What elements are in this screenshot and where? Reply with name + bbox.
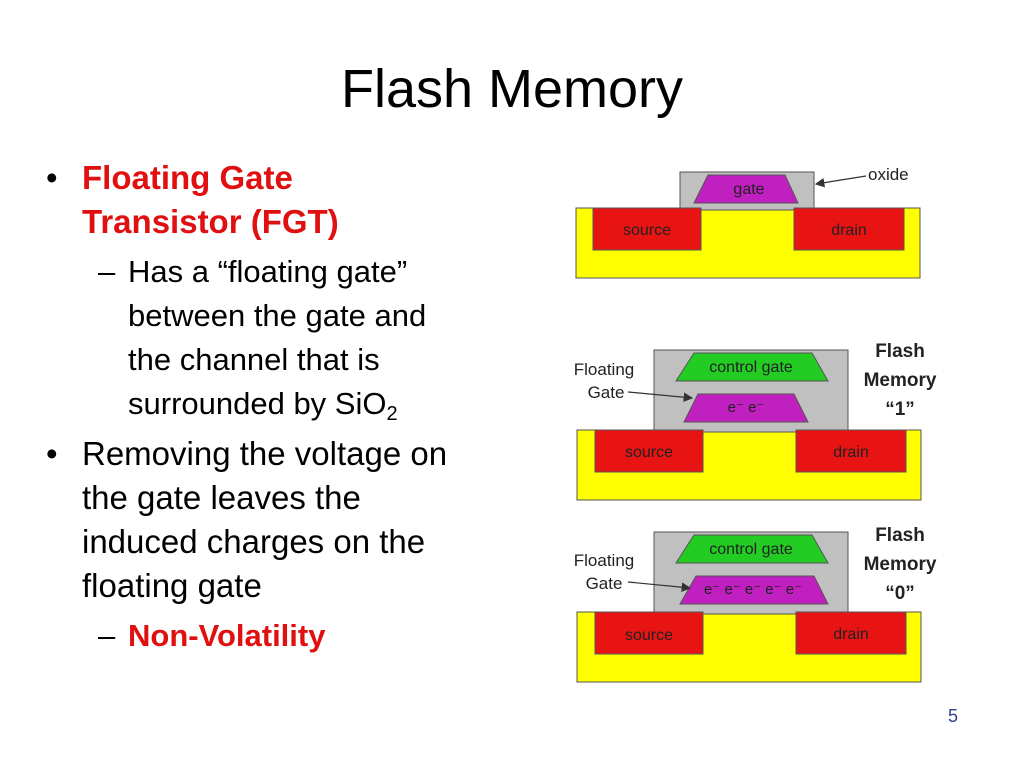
gate-label: gate — [733, 181, 764, 198]
bullet-dot: • — [46, 159, 58, 196]
control-gate — [675, 534, 829, 564]
bullet-removing-line3: induced charges on the — [82, 523, 426, 560]
page-number: 5 — [948, 706, 959, 726]
flash-caption-line3: “1” — [885, 399, 915, 420]
source-label: source — [625, 627, 673, 644]
subbullet-dash: – — [98, 618, 116, 653]
flash-caption-line1: Flash — [875, 525, 925, 546]
drain-label: drain — [831, 222, 867, 239]
drain-label: drain — [833, 444, 869, 461]
bullet-fgt-line2: Transistor (FGT) — [82, 203, 339, 240]
bullet-removing-voltage: • Removing the voltage on the gate leave… — [40, 432, 540, 608]
source-label: source — [623, 222, 671, 239]
control-gate-label: control gate — [709, 359, 793, 376]
floating-gate — [679, 575, 829, 605]
subscript-2: 2 — [386, 403, 398, 425]
floating-gate-arrow — [627, 581, 692, 592]
oxide-label: oxide — [868, 165, 909, 184]
mosfet-diagram: gate source drain oxide — [575, 165, 921, 279]
subbullet-dash: – — [98, 254, 116, 289]
drain-label: drain — [833, 626, 869, 643]
electrons-label: e⁻ e⁻ e⁻ e⁻ e⁻ — [704, 581, 802, 598]
subbullet-line2: between the gate and — [128, 298, 427, 333]
bullet-fgt-line1: Floating Gate — [82, 159, 293, 196]
bullet-dot: • — [46, 435, 58, 472]
floating-gate — [683, 393, 809, 423]
flash-caption-line3: “0” — [885, 583, 915, 604]
subbullet-floating-gate: – Has a “floating gate” between the gate… — [40, 250, 540, 426]
source — [592, 207, 702, 251]
bullet-list: • Floating Gate Transistor (FGT) – Has a… — [40, 156, 540, 658]
subbullet-non-volatility-text: Non-Volatility — [128, 618, 326, 653]
control-gate — [675, 352, 829, 382]
floating-gate-label-line1: Floating — [574, 551, 634, 570]
source — [594, 429, 704, 473]
floating-gate-label-line2: Gate — [586, 574, 623, 593]
flash-caption-line2: Memory — [864, 370, 937, 391]
electrons-label: e⁻ e⁻ — [728, 399, 765, 416]
subbullet-line1: Has a “floating gate” — [128, 254, 408, 289]
subbullet-line4: surrounded by SiO2 — [128, 382, 540, 426]
floating-gate-label-line1: Floating — [574, 360, 634, 379]
drain — [795, 429, 907, 473]
slide-title: Flash Memory — [340, 59, 684, 119]
drain — [795, 611, 907, 655]
flash-caption-line1: Flash — [875, 341, 925, 362]
source-label: source — [625, 444, 673, 461]
drain — [793, 207, 905, 251]
bullet-removing-line2: the gate leaves the — [82, 479, 361, 516]
subbullet-non-volatility: – Non-Volatility — [40, 614, 540, 658]
control-gate-label: control gate — [709, 541, 793, 558]
flash-memory-1-diagram: control gate e⁻ e⁻ source drain Floating… — [574, 341, 937, 501]
source — [594, 611, 704, 655]
bullet-removing-line1: Removing the voltage on — [82, 435, 448, 472]
bullet-removing-line4: floating gate — [82, 567, 262, 604]
subbullet-line4-text: surrounded by SiO — [128, 386, 387, 421]
flash-caption-line2: Memory — [864, 554, 937, 575]
bullet-fgt: • Floating Gate Transistor (FGT) — [40, 156, 540, 244]
floating-gate-arrow — [627, 391, 694, 402]
floating-gate-label-line2: Gate — [588, 383, 625, 402]
flash-memory-0-diagram: control gate e⁻ e⁻ e⁻ e⁻ e⁻ source drain… — [574, 525, 937, 683]
gate — [693, 174, 799, 204]
oxide-arrow — [814, 175, 867, 188]
subbullet-line3: the channel that is — [128, 342, 380, 377]
